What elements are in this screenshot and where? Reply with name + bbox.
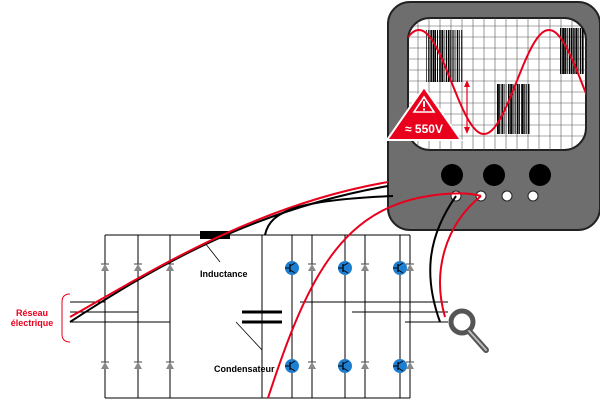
scope-input-3[interactable] bbox=[502, 191, 512, 201]
freewheel-diode-top-1 bbox=[308, 264, 316, 271]
freewheel-diode-bottom-2 bbox=[361, 362, 369, 369]
rectifier-diode-top-2 bbox=[134, 264, 142, 271]
rectifier-diode-bottom-2 bbox=[134, 362, 142, 369]
freewheel-diode-bottom-3 bbox=[406, 362, 414, 369]
rectifier-diode-bottom-1 bbox=[101, 362, 109, 369]
inductance-label: Inductance bbox=[200, 269, 248, 279]
transistor-top-2 bbox=[338, 261, 352, 275]
network-label-line1: Réseau bbox=[16, 308, 48, 318]
cable-red-1 bbox=[70, 182, 388, 317]
scope-input-4[interactable] bbox=[528, 191, 538, 201]
transistor-bottom-2 bbox=[338, 359, 352, 373]
network-label-line2: électrique bbox=[11, 318, 54, 328]
rectifier-diode-top-1 bbox=[101, 264, 109, 271]
transistor-top-3 bbox=[393, 261, 407, 275]
scope-knob-2[interactable] bbox=[483, 164, 505, 186]
capacitor-component bbox=[242, 235, 282, 322]
grid-input-bracket bbox=[62, 294, 70, 342]
capacitor-label: Condensateur bbox=[214, 364, 275, 374]
rectifier-diode-top-3 bbox=[166, 264, 174, 271]
oscilloscope: ≈ 550V bbox=[387, 2, 600, 230]
scope-knob-3[interactable] bbox=[529, 164, 551, 186]
freewheel-diode-top-2 bbox=[361, 264, 369, 271]
inverter-switches bbox=[285, 261, 414, 373]
rectifier-diode-bottom-3 bbox=[166, 362, 174, 369]
voltage-label: ≈ 550V bbox=[405, 122, 443, 136]
transistor-top-1 bbox=[285, 261, 299, 275]
transistor-bottom-1 bbox=[285, 359, 299, 373]
freewheel-diode-top-3 bbox=[406, 264, 414, 271]
freewheel-diode-bottom-1 bbox=[308, 362, 316, 369]
current-clamp-icon bbox=[451, 311, 486, 350]
transistor-bottom-3 bbox=[393, 359, 407, 373]
scope-knob-1[interactable] bbox=[441, 164, 463, 186]
